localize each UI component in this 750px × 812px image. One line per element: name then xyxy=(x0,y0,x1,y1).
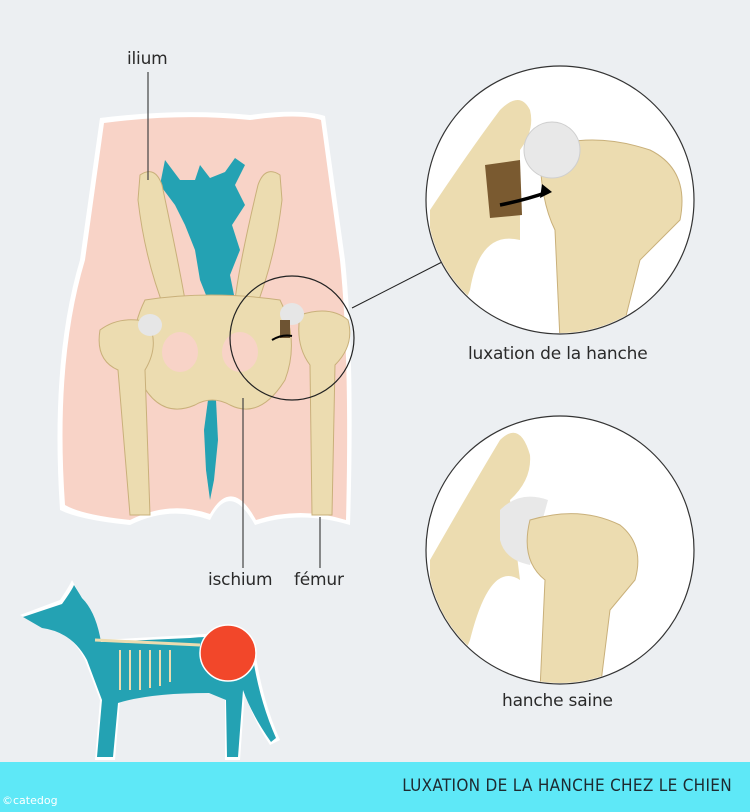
ischium-label: ischium xyxy=(208,570,273,590)
ilium-label: ilium xyxy=(127,49,168,69)
pelvis-illustration xyxy=(57,111,352,525)
credit-text: ©catedog xyxy=(2,794,58,807)
healthy-inset xyxy=(425,415,695,685)
page-title: LUXATION DE LA HANCHE CHEZ LE CHIEN xyxy=(402,776,732,796)
hip-highlight xyxy=(199,624,257,682)
dog-skeleton-illustration xyxy=(20,580,280,760)
zoom-circle xyxy=(229,275,355,401)
footer-bar xyxy=(0,762,750,812)
luxation-caption: luxation de la hanche xyxy=(468,344,648,364)
connector-line xyxy=(351,261,443,309)
femur-label: fémur xyxy=(294,570,344,590)
healthy-caption: hanche saine xyxy=(502,691,613,711)
luxation-inset xyxy=(425,65,695,335)
